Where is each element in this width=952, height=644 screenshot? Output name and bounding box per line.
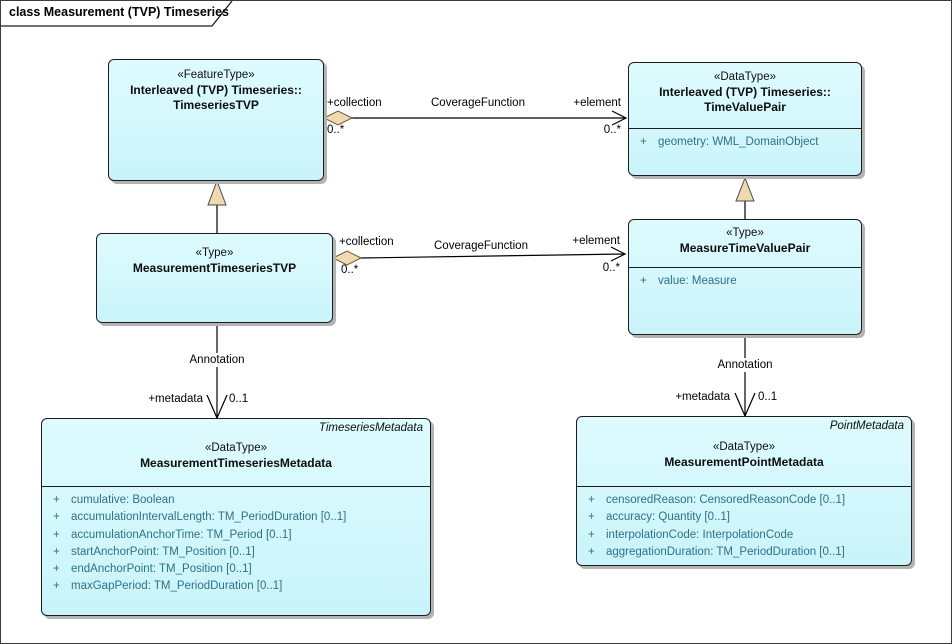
- attribute-visibility: +: [640, 136, 647, 148]
- stereotype-label: «DataType»: [713, 71, 776, 83]
- generalization-right[interactable]: [735, 176, 755, 219]
- open-arrowhead-icon: [611, 110, 628, 126]
- class-name: Interleaved (TVP) Timeseries::: [659, 85, 831, 99]
- attribute-row: + geometry: WML_DomainObject: [640, 134, 857, 151]
- class-name: Interleaved (TVP) Timeseries::: [130, 83, 302, 97]
- attribute-row: + aggregationDuration: TM_PeriodDuration…: [588, 544, 907, 561]
- role-label: +element: [573, 97, 621, 109]
- role-label: +collection: [339, 236, 394, 248]
- attribute-visibility: +: [588, 545, 595, 558]
- attribute-row: + maxGapPeriod: TM_PeriodDuration [0..1]: [53, 578, 426, 595]
- stereotype-label: «Type»: [726, 227, 764, 239]
- dependency-name-label: Annotation: [714, 358, 776, 372]
- attribute-visibility: +: [640, 275, 647, 287]
- dependency-name-label: Annotation: [186, 353, 248, 367]
- attribute-text: cumulative: Boolean: [71, 494, 175, 506]
- attribute-row: + startAnchorPoint: TM_Position [0..1]: [53, 544, 426, 561]
- generalization-triangle-icon: [207, 179, 227, 206]
- association-coverage-middle[interactable]: [331, 246, 627, 266]
- open-arrowhead-icon: [610, 246, 627, 262]
- multiplicity-label: 0..*: [341, 264, 359, 276]
- attribute-text: value: Measure: [658, 275, 737, 287]
- instance-classifier-label: TimeseriesMetadata: [318, 422, 423, 434]
- role-label: +collection: [327, 97, 382, 109]
- attribute-row: + accumulationAnchorTime: TM_Period [0..…: [53, 527, 426, 544]
- stereotype-label: «FeatureType»: [177, 69, 255, 81]
- association-name-label: CoverageFunction: [431, 97, 525, 109]
- attribute-text: interpolationCode: InterpolationCode: [606, 528, 794, 541]
- attribute-text: aggregationDuration: TM_PeriodDuration […: [606, 545, 845, 558]
- class-box-measure-time-value-pair[interactable]: «Type» MeasureTimeValuePair + value: Mea…: [628, 219, 862, 335]
- attribute-visibility: +: [53, 494, 60, 506]
- stereotype-label: «DataType»: [712, 441, 775, 453]
- annotation-left[interactable]: [206, 323, 228, 420]
- class-name: MeasureTimeValuePair: [679, 241, 811, 255]
- multiplicity-label: 0..1: [758, 391, 778, 403]
- class-name: MeasurementTimeseriesMetadata: [140, 456, 332, 470]
- class-name: MeasurementTimeseriesTVP: [132, 261, 297, 275]
- attribute-row: + cumulative: Boolean: [53, 492, 426, 509]
- role-label: +metadata: [675, 391, 730, 403]
- attribute-visibility: +: [53, 528, 60, 541]
- multiplicity-label: 0..1: [229, 393, 249, 405]
- attribute-text: endAnchorPoint: TM_Position [0..1]: [71, 563, 252, 576]
- association-line[interactable]: [359, 253, 625, 259]
- attribute-visibility: +: [588, 494, 595, 506]
- stereotype-label: «Type»: [195, 247, 234, 259]
- generalization-triangle-icon: [735, 176, 755, 202]
- attribute-row: + value: Measure: [640, 273, 857, 290]
- attribute-row: + endAnchorPoint: TM_Position [0..1]: [53, 561, 426, 578]
- class-box-time-value-pair[interactable]: «DataType» Interleaved (TVP) Timeseries:…: [628, 62, 862, 176]
- class-name: MeasurementPointMetadata: [664, 455, 824, 469]
- aggregation-diamond-icon: [331, 250, 363, 266]
- attribute-text: geometry: WML_DomainObject: [658, 136, 819, 148]
- instance-classifier-label: PointMetadata: [829, 420, 904, 432]
- attribute-text: accuracy: Quantity [0..1]: [606, 511, 731, 524]
- association-name-label: CoverageFunction: [434, 240, 528, 252]
- attribute-visibility: +: [588, 511, 595, 524]
- class-box-measurement-point-metadata[interactable]: PointMetadata «DataType» MeasurementPoin…: [576, 416, 912, 566]
- multiplicity-label: 0..*: [602, 262, 620, 274]
- attribute-row: + censoredReason: CensoredReasonCode [0.…: [588, 492, 907, 509]
- generalization-left[interactable]: [207, 179, 227, 233]
- attribute-visibility: +: [53, 511, 60, 524]
- attribute-text: startAnchorPoint: TM_Position [0..1]: [71, 545, 255, 558]
- frame-tab-outline: [1, 1, 233, 27]
- association-coverage-top[interactable]: [322, 110, 628, 126]
- attribute-visibility: +: [53, 580, 60, 593]
- attribute-text: accumulationIntervalLength: TM_PeriodDur…: [71, 511, 347, 524]
- attribute-visibility: +: [53, 563, 60, 576]
- attribute-visibility: +: [588, 528, 595, 541]
- attribute-visibility: +: [53, 545, 60, 558]
- attribute-row: + accuracy: Quantity [0..1]: [588, 509, 907, 526]
- multiplicity-label: 0..*: [327, 124, 345, 136]
- role-label: +element: [572, 235, 620, 247]
- frame-title: class Measurement (TVP) Timeseries: [9, 5, 230, 19]
- attribute-text: accumulationAnchorTime: TM_Period [0..1]: [71, 528, 292, 541]
- class-name: TimeseriesTVP: [173, 98, 259, 112]
- aggregation-diamond-icon: [322, 110, 354, 126]
- attribute-row: + interpolationCode: InterpolationCode: [588, 527, 907, 544]
- class-box-timeseries-tvp[interactable]: «FeatureType» Interleaved (TVP) Timeseri…: [108, 59, 324, 181]
- class-name: TimeValuePair: [704, 100, 786, 114]
- multiplicity-label: 0..*: [603, 124, 621, 136]
- annotation-right[interactable]: [734, 335, 756, 418]
- role-label: +metadata: [148, 393, 203, 405]
- attribute-row: + accumulationIntervalLength: TM_PeriodD…: [53, 509, 426, 526]
- attribute-text: censoredReason: CensoredReasonCode [0..1…: [606, 494, 846, 506]
- class-box-measurement-timeseries-tvp[interactable]: «Type» MeasurementTimeseriesTVP: [96, 233, 333, 323]
- stereotype-label: «DataType»: [204, 442, 267, 454]
- class-box-measurement-timeseries-metadata[interactable]: TimeseriesMetadata «DataType» Measuremen…: [41, 418, 431, 616]
- attribute-text: maxGapPeriod: TM_PeriodDuration [0..1]: [71, 580, 283, 593]
